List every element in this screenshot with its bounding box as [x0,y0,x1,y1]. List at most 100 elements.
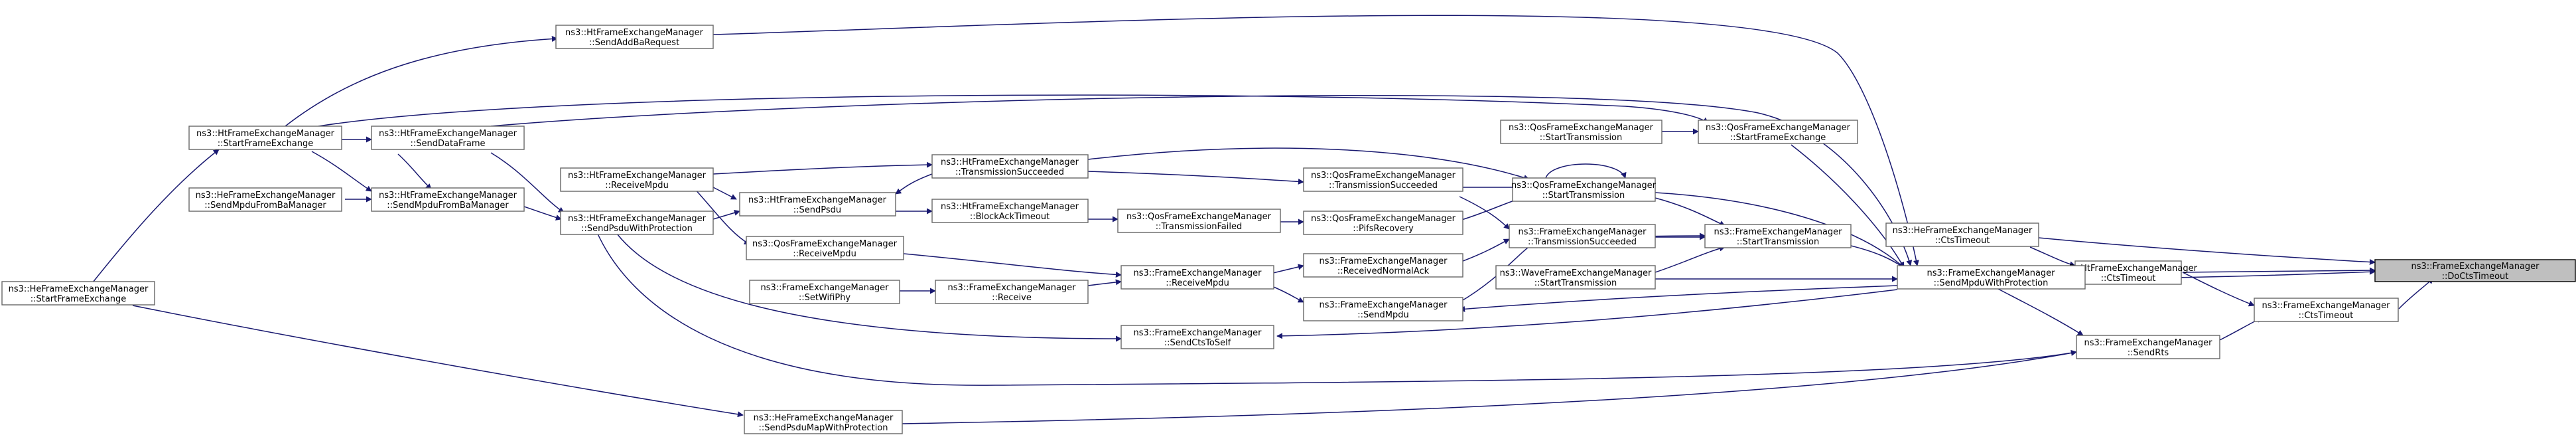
node-label-line2: ::PifsRecovery [1353,224,1414,234]
edge-feCtsTimeout-doCtsTimeout [2398,278,2434,309]
node-label-line1: ns3::HeFrameExchangeManager [9,284,149,294]
node-fe-set-wifi-phy[interactable]: ns3::FrameExchangeManager::SetWifiPhy [749,280,900,304]
node-ht-block-ack-timeout[interactable]: ns3::HtFrameExchangeManager::BlockAckTim… [931,199,1089,223]
node-qos-receive-mpdu[interactable]: ns3::QosFrameExchangeManager::ReceiveMpd… [746,236,904,260]
node-fe-receive[interactable]: ns3::FrameExchangeManager::Receive [935,280,1089,304]
edge-qosStartTransmission-feStartTransmission [1655,197,1726,226]
edge-htStartFrameExchange-htSendMpduFromBaManager [311,151,372,192]
edge-htReceiveMpdu-htTransmissionSucceeded [712,161,933,175]
node-label-line1: ns3::HtFrameExchangeManager [941,157,1079,167]
node-label-line1: ns3::FrameExchangeManager [1714,227,1842,237]
node-fe-send-cts-to-self[interactable]: ns3::FrameExchangeManager::SendCtsToSelf [1120,325,1274,349]
node-qos-start-transmission-2[interactable]: ns3::QosFrameExchangeManager::StartTrans… [1500,120,1662,144]
node-ht-cts-timeout[interactable]: ns3::HtFrameExchangeManager::CtsTimeout [2059,260,2198,285]
node-label-line2: ::StartTransmission [1534,278,1617,288]
node-label-line1: ns3::FrameExchangeManager [2084,338,2212,348]
node-label-line1: ns3::QosFrameExchangeManager [752,239,898,249]
node-label-line2: ::SendAddBaRequest [589,38,679,48]
node-qos-start-transmission[interactable]: ns3::QosFrameExchangeManager::StartTrans… [1511,177,1657,202]
node-ht-send-psdu-with-protection[interactable]: ns3::HtFrameExchangeManager::SendPsduWit… [560,211,714,235]
node-label-line2: ::StartTransmission [1540,133,1623,143]
node-label-line1: ns3::QosFrameExchangeManager [1311,214,1456,224]
edge-htSendDataFrame-htSendPsduWithProtection [490,152,565,213]
node-label-line1: ns3::QosFrameExchangeManager [1311,171,1456,181]
edge-feReceivedNormalAck-feTransmissionSucceeded [1459,238,1510,263]
node-label-line1: ns3::FrameExchangeManager [1927,268,2055,278]
node-label-line1: ns3::FrameExchangeManager [1133,328,1262,338]
node-fe-cts-timeout[interactable]: ns3::FrameExchangeManager::CtsTimeout [2254,298,2399,322]
node-label-line2: ::ReceivedNormalAck [1337,266,1430,276]
edge-htCtsTimeout-doCtsTimeout [2182,267,2376,274]
edge-htSendPsduWithProtection-htSendPsdu [712,210,740,220]
node-label-line1: ns3::WaveFrameExchangeManager [1500,268,1652,278]
node-fe-received-normal-ack[interactable]: ns3::FrameExchangeManager::ReceivedNorma… [1303,253,1463,278]
node-label-line1: ns3::HtFrameExchangeManager [196,129,335,139]
node-fe-start-transmission[interactable]: ns3::FrameExchangeManager::StartTransmis… [1704,224,1852,248]
nodes: ns3::FrameExchangeManager::DoCtsTimeout … [1,25,2576,434]
node-label-line2: ::ReceiveMpdu [793,249,856,259]
node-label-line1: ns3::QosFrameExchangeManager [1706,123,1851,133]
node-label-line2: ::SendPsduWithProtection [581,224,693,234]
node-label-line1: ns3::FrameExchangeManager [2411,262,2540,272]
node-label-line1: ns3::QosFrameExchangeManager [1509,123,1654,133]
node-label-line2: ::SendCtsToSelf [1164,338,1231,348]
node-label-line1: ns3::HtFrameExchangeManager [2059,264,2198,274]
edge-qosStartTransmission-self [1545,163,1627,179]
node-ht-transmission-succeeded[interactable]: ns3::HtFrameExchangeManager::Transmissio… [931,154,1089,179]
node-wave-start-transmission[interactable]: ns3::WaveFrameExchangeManager::StartTran… [1495,265,1656,290]
node-label-line2: ::SendMpduFromBaManager [204,201,326,211]
edge-qosStartTransmission-sendMpduWithProtection [1655,192,1905,268]
node-label-line2: ::SendMpdu [1357,310,1408,320]
node-he-cts-timeout[interactable]: ns3::HeFrameExchangeManager::CtsTimeout [1885,222,2039,247]
node-ht-send-addba-request[interactable]: ns3::HtFrameExchangeManager::SendAddBaRe… [555,25,714,49]
node-he-send-mpdu-from-ba-manager[interactable]: ns3::HeFrameExchangeManager::SendMpduFro… [188,187,342,212]
node-qos-start-frame-exchange[interactable]: ns3::QosFrameExchangeManager::StartFrame… [1698,120,1858,144]
edge-htTransmissionSucceeded-qosTransmissionSucceeded [1087,171,1304,185]
node-label-line1: ns3::HtFrameExchangeManager [379,129,517,139]
node-do-cts-timeout[interactable]: ns3::FrameExchangeManager::DoCtsTimeout [2374,259,2576,282]
edge-htReceiveMpdu-qosReceiveMpdu [693,187,750,245]
node-label-line2: ::SendPsduMapWithProtection [758,423,888,433]
node-label-line2: ::StartFrameExchange [218,139,314,149]
edge-feStartTransmission-sendMpduWithProtection [1850,245,1905,268]
edge-htSendMpduFromBaManager-htSendPsduWithProtection [521,205,562,220]
node-label-line2: ::DoCtsTimeout [2442,272,2509,282]
node-he-start-frame-exchange[interactable]: ns3::HeFrameExchangeManager::StartFrameE… [1,281,155,306]
node-label-line1: ns3::FrameExchangeManager [1133,268,1262,278]
node-qos-transmission-succeeded[interactable]: ns3::QosFrameExchangeManager::Transmissi… [1303,167,1463,192]
node-label-line2: ::SendDataFrame [410,139,485,149]
node-fe-receive-mpdu[interactable]: ns3::FrameExchangeManager::ReceiveMpdu [1120,265,1274,290]
node-he-send-psdu-map-with-protection[interactable]: ns3::HeFrameExchangeManager::SendPsduMap… [744,410,903,434]
node-send-rts[interactable]: ns3::FrameExchangeManager::SendRts [2076,335,2220,359]
edge-sendMpduWithProtection-sendRts [1996,288,2084,336]
node-label-line1: ns3::HtFrameExchangeManager [748,195,887,205]
edge-qosReceiveMpdu-feReceiveMpdu [903,253,1122,278]
node-label-line2: ::StartFrameExchange [31,294,127,304]
node-fe-transmission-succeeded[interactable]: ns3::FrameExchangeManager::TransmissionS… [1509,224,1656,248]
edge-heSendPsduMapWithProtection-sendRts [902,350,2077,424]
node-label-line2: ::SendMpduFromBaManager [387,201,509,211]
node-ht-send-mpdu-from-ba-manager[interactable]: ns3::HtFrameExchangeManager::SendMpduFro… [371,187,525,212]
node-ht-start-frame-exchange[interactable]: ns3::HtFrameExchangeManager::StartFrameE… [188,126,342,150]
node-label-line1: ns3::FrameExchangeManager [1518,227,1647,237]
node-label-line1: ns3::HtFrameExchangeManager [568,214,707,224]
node-ht-send-data-frame[interactable]: ns3::HtFrameExchangeManager::SendDataFra… [371,126,525,150]
node-label-line1: ns3::HeFrameExchangeManager [754,413,894,423]
node-label-line1: ns3::QosFrameExchangeManager [1126,212,1272,222]
node-ht-send-psdu[interactable]: ns3::HtFrameExchangeManager::SendPsdu [739,192,896,217]
node-label-line2: ::SendMpduWithProtection [1934,278,2049,288]
edge-heStartFrameExchange-htStartFrameExchange [92,149,220,283]
node-send-mpdu-with-protection[interactable]: ns3::FrameExchangeManager::SendMpduWithP… [1897,265,2086,290]
node-label-line1: ns3::HeFrameExchangeManager [196,191,336,201]
node-qos-transmission-failed[interactable]: ns3::QosFrameExchangeManager::Transmissi… [1117,209,1281,233]
edge-htSendDataFrame-sendMpduWithProtection [490,95,1913,266]
edge-htStartFrameExchange-sendAddBaRequest [285,35,558,127]
node-ht-receive-mpdu[interactable]: ns3::HtFrameExchangeManager::ReceiveMpdu [560,167,714,192]
edge-qosStartFrameExchange-sendMpduWithProtection [1791,144,1905,268]
node-label-line2: ::ReceiveMpdu [1166,278,1229,288]
node-fe-send-mpdu[interactable]: ns3::FrameExchangeManager::SendMpdu [1303,297,1463,321]
node-label-line2: ::TransmissionSucceeded [955,167,1064,177]
edge-waveStartTransmission-feStartTransmission [1655,245,1726,273]
node-qos-pifs-recovery[interactable]: ns3::QosFrameExchangeManager::PifsRecove… [1303,211,1463,235]
